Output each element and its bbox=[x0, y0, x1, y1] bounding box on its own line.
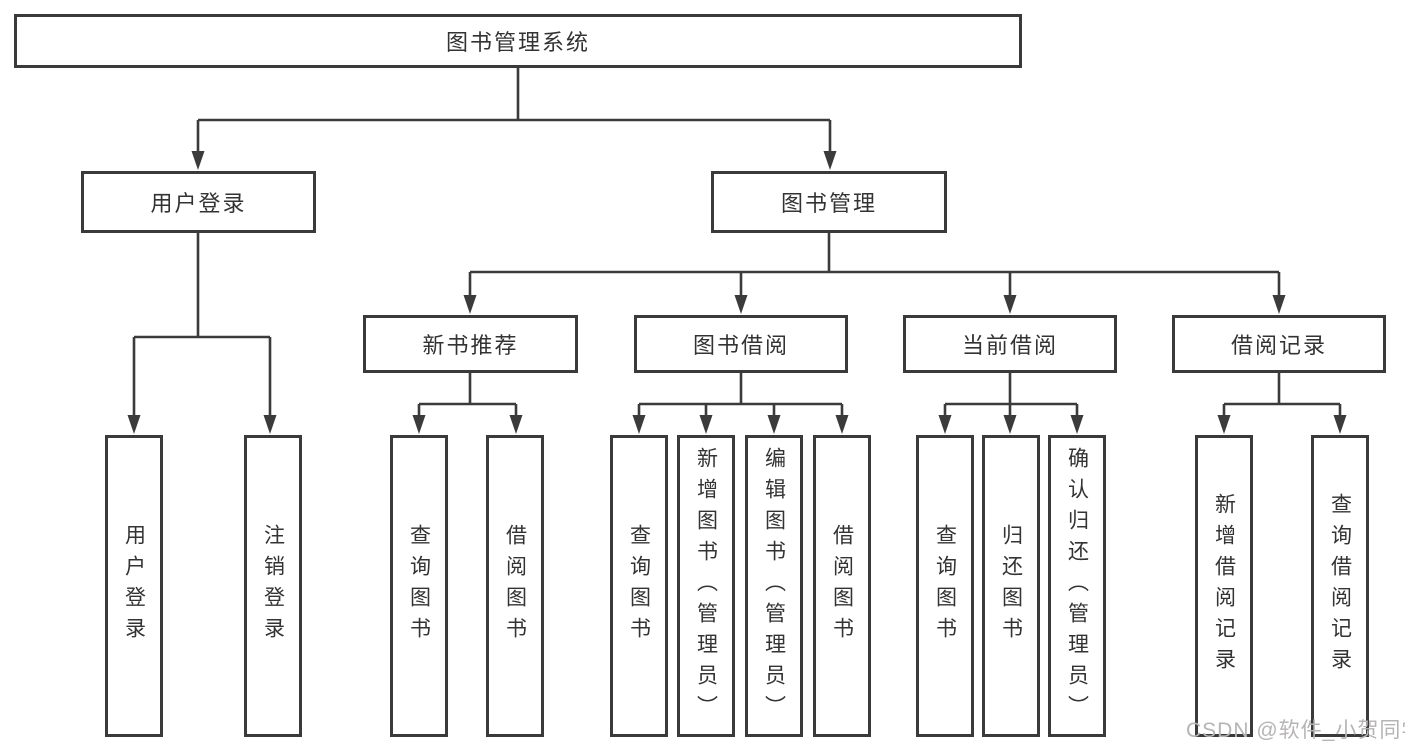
node-book-borrowing: 图书借阅 bbox=[634, 315, 848, 373]
leaf-edit-book-admin-label: 编辑图书（管理员） bbox=[762, 446, 786, 726]
node-current-borrowing-label: 当前借阅 bbox=[961, 333, 1058, 358]
node-borrow-records-label: 借阅记录 bbox=[1230, 333, 1327, 358]
arrowhead-icon bbox=[191, 151, 205, 170]
arrowhead-icon bbox=[1272, 295, 1286, 314]
leaf-user-login-label: 用户登录 bbox=[122, 524, 146, 648]
arrowhead-icon bbox=[1070, 415, 1084, 434]
leaf-return-book-label: 归还图书 bbox=[999, 524, 1023, 648]
node-user-login-label: 用户登录 bbox=[150, 191, 247, 216]
leaf-query-book-current: 查询图书 bbox=[916, 435, 974, 737]
arrowhead-icon bbox=[938, 415, 952, 434]
node-book-management: 图书管理 bbox=[711, 171, 947, 233]
arrowhead-icon bbox=[1003, 415, 1017, 434]
leaf-return-book: 归还图书 bbox=[982, 435, 1040, 737]
arrowhead-icon bbox=[1217, 415, 1231, 434]
leaf-confirm-return-admin-label: 确认归还（管理员） bbox=[1065, 446, 1089, 726]
arrowhead-icon bbox=[835, 415, 849, 434]
leaf-query-borrow-record: 查询借阅记录 bbox=[1311, 435, 1369, 737]
arrowhead-icon bbox=[463, 295, 477, 314]
leaf-query-book-borrowing: 查询图书 bbox=[610, 435, 668, 737]
node-user-login: 用户登录 bbox=[81, 171, 316, 233]
leaf-add-book-admin: 新增图书（管理员） bbox=[677, 435, 735, 737]
arrowhead-icon bbox=[127, 415, 141, 434]
node-new-book-recommend-label: 新书推荐 bbox=[422, 333, 519, 358]
leaf-query-book-borrowing-label: 查询图书 bbox=[627, 524, 651, 648]
leaf-query-book-current-label: 查询图书 bbox=[933, 524, 957, 648]
arrowhead-icon bbox=[1003, 295, 1017, 314]
arrowhead-icon bbox=[1333, 415, 1347, 434]
leaf-edit-book-admin: 编辑图书（管理员） bbox=[745, 435, 803, 737]
leaf-borrow-book-recommend-label: 借阅图书 bbox=[503, 524, 527, 648]
leaf-borrow-book-borrowing-label: 借阅图书 bbox=[830, 524, 854, 648]
arrowhead-icon bbox=[699, 415, 713, 434]
node-root: 图书管理系统 bbox=[14, 14, 1022, 68]
leaf-logout-label: 注销登录 bbox=[261, 524, 285, 648]
arrowhead-icon bbox=[823, 151, 837, 170]
leaf-confirm-return-admin: 确认归还（管理员） bbox=[1048, 435, 1106, 737]
arrowhead-icon bbox=[509, 415, 523, 434]
watermark: CSDN @软件_小贺同学 bbox=[1186, 719, 1405, 742]
arrowhead-icon bbox=[412, 415, 426, 434]
leaf-user-login: 用户登录 bbox=[105, 435, 163, 737]
leaf-query-book-recommend: 查询图书 bbox=[390, 435, 448, 737]
node-current-borrowing: 当前借阅 bbox=[903, 315, 1117, 373]
node-root-label: 图书管理系统 bbox=[445, 30, 590, 55]
arrowhead-icon bbox=[632, 415, 646, 434]
leaf-borrow-book-recommend: 借阅图书 bbox=[486, 435, 544, 737]
node-borrow-records: 借阅记录 bbox=[1172, 315, 1386, 373]
node-book-borrowing-label: 图书借阅 bbox=[692, 333, 789, 358]
leaf-add-book-admin-label: 新增图书（管理员） bbox=[694, 446, 718, 726]
leaf-add-borrow-record: 新增借阅记录 bbox=[1195, 435, 1253, 737]
leaf-logout: 注销登录 bbox=[244, 435, 302, 737]
node-new-book-recommend: 新书推荐 bbox=[363, 315, 578, 373]
leaf-query-borrow-record-label: 查询借阅记录 bbox=[1328, 493, 1352, 679]
node-book-management-label: 图书管理 bbox=[780, 191, 877, 216]
arrowhead-icon bbox=[263, 415, 277, 434]
arrowhead-icon bbox=[734, 295, 748, 314]
leaf-query-book-recommend-label: 查询图书 bbox=[407, 524, 431, 648]
leaf-borrow-book-borrowing: 借阅图书 bbox=[813, 435, 871, 737]
arrowhead-icon bbox=[767, 415, 781, 434]
leaf-add-borrow-record-label: 新增借阅记录 bbox=[1212, 493, 1236, 679]
